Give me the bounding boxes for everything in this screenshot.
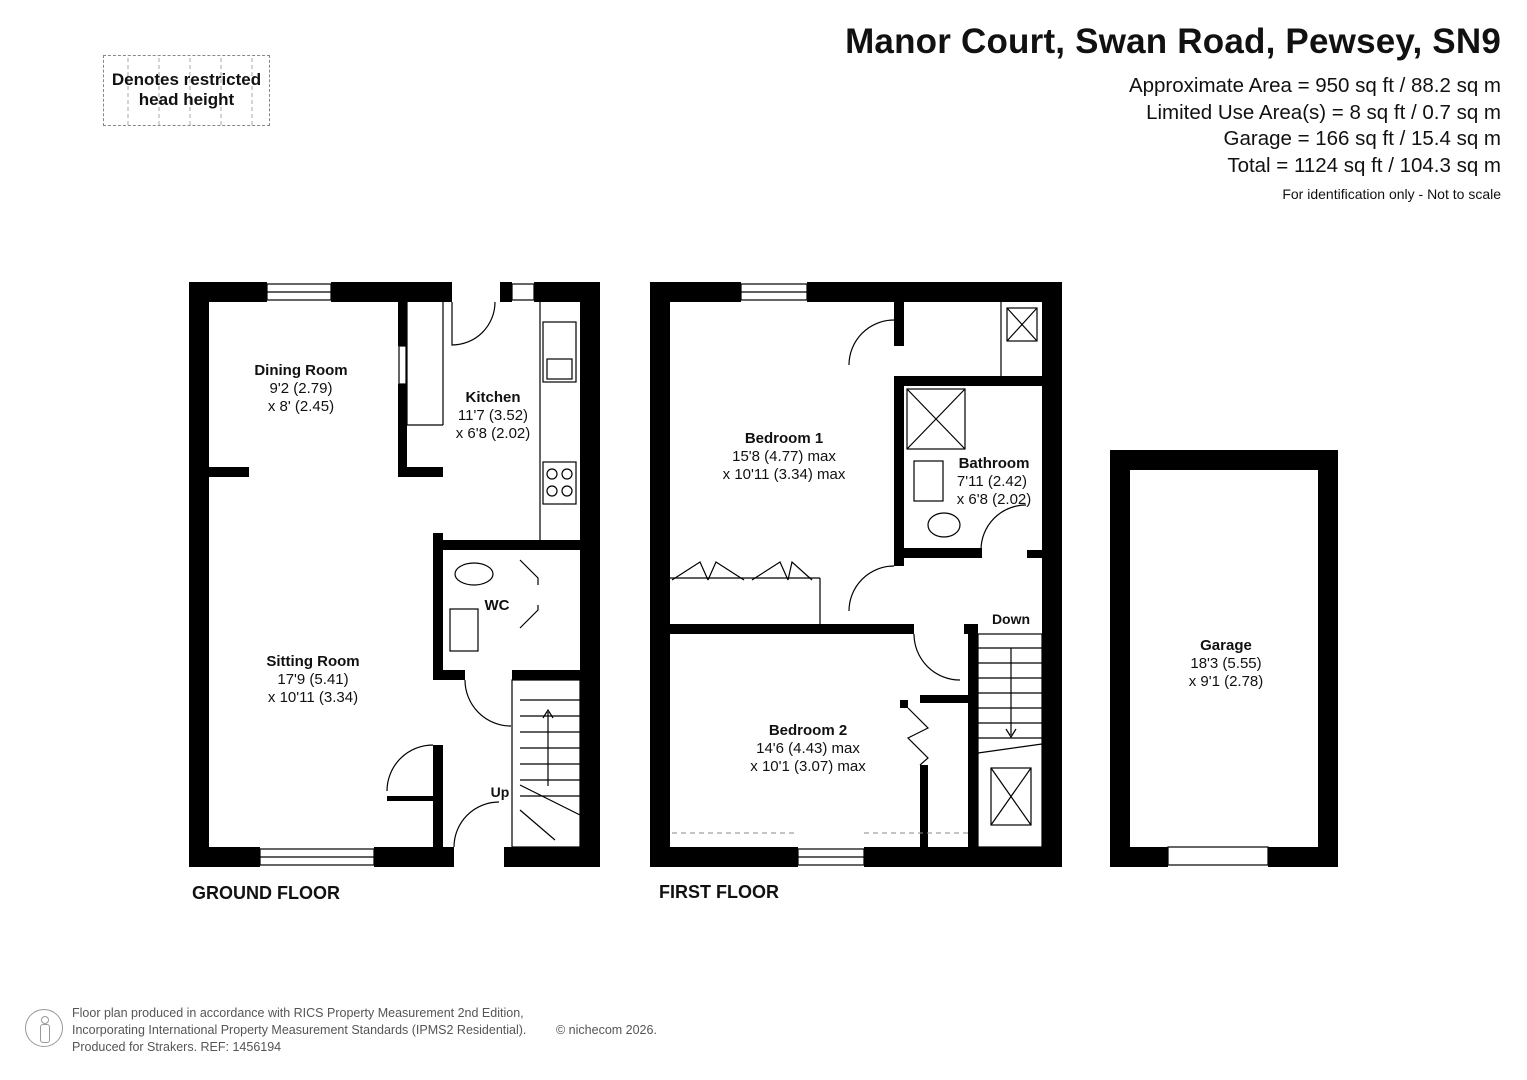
garage-door xyxy=(1167,846,1269,866)
first-floor-label: FIRST FLOOR xyxy=(659,882,779,902)
ground-floor-label: GROUND FLOOR xyxy=(192,883,340,903)
total-area: Total = 1124 sq ft / 104.3 sq m xyxy=(1227,153,1501,177)
bedroom1-dim1: 15'8 (4.77) max xyxy=(732,448,836,465)
bedroom1-dim2: x 10'11 (3.34) max xyxy=(723,466,846,483)
bathroom-dim1: 7'11 (2.42) xyxy=(957,473,1027,490)
footer-line-1: Floor plan produced in accordance with R… xyxy=(72,1006,524,1020)
footer-credits: Floor plan produced in accordance with R… xyxy=(72,1005,657,1056)
bathroom-name: Bathroom xyxy=(959,455,1030,472)
legend-line-2: head height xyxy=(138,90,235,109)
room-labels: Dining Room 9'2 (2.79) x 8' (2.45) Kitch… xyxy=(254,362,1263,800)
ground-floor-walls xyxy=(189,282,600,867)
approximate-area: Approximate Area = 950 sq ft / 88.2 sq m xyxy=(1128,74,1501,97)
bedroom2-dim2: x 10'1 (3.07) max xyxy=(750,758,866,775)
dining-room-dim2: x 8' (2.45) xyxy=(268,398,334,415)
bathroom-dim2: x 6'8 (2.02) xyxy=(957,491,1032,508)
garage-dim2: x 9'1 (2.78) xyxy=(1189,673,1264,690)
kitchen-dim1: 11'7 (3.52) xyxy=(458,407,528,424)
kitchen-dim2: x 6'8 (2.02) xyxy=(456,425,531,442)
garage-dim1: 18'3 (5.55) xyxy=(1190,655,1261,672)
sitting-room-dim1: 17'9 (5.41) xyxy=(277,671,348,688)
footer-line-2: Incorporating International Property Mea… xyxy=(72,1023,527,1037)
property-title: Manor Court, Swan Road, Pewsey, SN9 xyxy=(845,22,1501,61)
sitting-room-dim2: x 10'11 (3.34) xyxy=(268,689,358,706)
stairs-up-label: Up xyxy=(491,784,510,800)
dining-room-name: Dining Room xyxy=(254,362,347,379)
restricted-head-height-legend: Denotes restricted head height xyxy=(103,55,270,126)
garage-name: Garage xyxy=(1200,637,1252,654)
bedroom2-name: Bedroom 2 xyxy=(769,722,847,739)
bedroom2-dim1: 14'6 (4.43) max xyxy=(756,740,860,757)
limited-use-area: Limited Use Area(s) = 8 sq ft / 0.7 sq m xyxy=(1146,100,1501,124)
first-floor-walls xyxy=(650,282,1062,867)
kitchen-name: Kitchen xyxy=(465,389,520,406)
garage-walls xyxy=(1110,450,1338,867)
area-summary: Approximate Area = 950 sq ft / 88.2 sq m… xyxy=(1129,73,1501,209)
sitting-room-name: Sitting Room xyxy=(266,653,359,670)
dining-room-dim1: 9'2 (2.79) xyxy=(270,380,333,397)
scale-note: For identification only - Not to scale xyxy=(1282,186,1501,202)
footer-line-3: Produced for Strakers. REF: 1456194 xyxy=(72,1040,282,1054)
first-floor-fittings xyxy=(670,283,1043,866)
stairs-down-label: Down xyxy=(992,611,1030,627)
bedroom1-name: Bedroom 1 xyxy=(745,430,823,447)
ground-floor-fittings xyxy=(259,283,581,866)
copyright: © nichecom 2026. xyxy=(556,1023,657,1037)
person-scale-icon xyxy=(25,1009,63,1047)
garage-area: Garage = 166 sq ft / 15.4 sq m xyxy=(1223,127,1501,150)
legend-line-1: Denotes restricted xyxy=(111,70,262,89)
wc-name: WC xyxy=(485,597,510,614)
